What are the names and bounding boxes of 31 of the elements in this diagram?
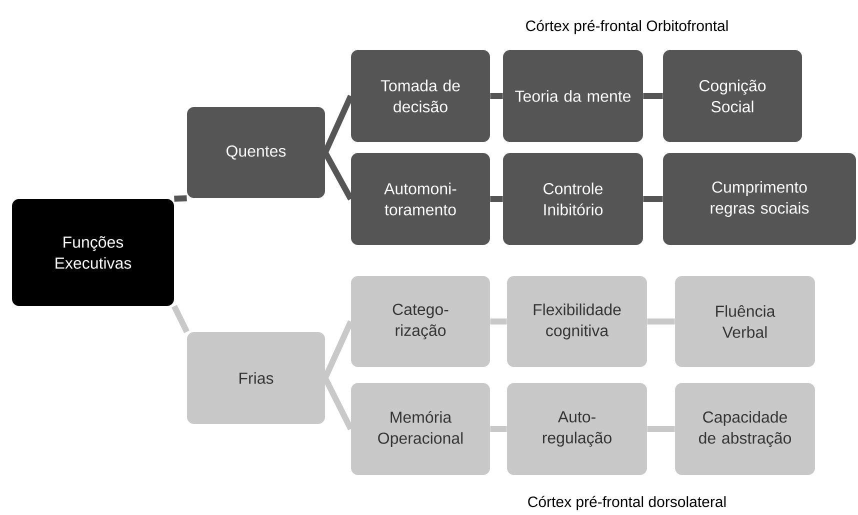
category-box: Cumprimento regras sociais bbox=[663, 153, 856, 245]
connector-line bbox=[647, 426, 675, 432]
category-box: Teoria da mente bbox=[503, 50, 643, 142]
connector-line bbox=[322, 376, 354, 430]
category-box: Frias bbox=[187, 332, 325, 424]
connector-line bbox=[490, 196, 503, 202]
category-box: Flexibilidade cognitiva bbox=[507, 276, 647, 367]
category-box: Quentes bbox=[187, 107, 325, 198]
connector-line bbox=[174, 195, 187, 202]
region-label: Córtex pré-frontal Orbitofrontal bbox=[526, 20, 728, 34]
connector-line bbox=[643, 93, 663, 99]
connector-line bbox=[322, 320, 354, 380]
root-box: Funções Executivas bbox=[12, 199, 174, 306]
category-box: Capacidade de abstração bbox=[675, 383, 815, 475]
connector-line bbox=[490, 318, 507, 324]
connector-line bbox=[490, 93, 503, 99]
category-box: Memória Operacional bbox=[351, 383, 490, 475]
category-box: Catego- rização bbox=[351, 276, 490, 367]
connector-line bbox=[647, 318, 675, 324]
category-box: Fluência Verbal bbox=[675, 276, 815, 367]
connector-line bbox=[322, 151, 354, 200]
category-box: Auto- regulação bbox=[507, 383, 647, 475]
category-box: Tomada de decisão bbox=[351, 50, 490, 142]
region-label: Córtex pré-frontal dorsolateral bbox=[528, 496, 726, 510]
category-box: Automoni- toramento bbox=[351, 153, 490, 245]
connector-line bbox=[172, 304, 190, 334]
connector-line bbox=[490, 426, 507, 432]
category-box: Cognição Social bbox=[663, 50, 802, 142]
category-box: Controle Inibitório bbox=[503, 153, 643, 245]
connector-line bbox=[322, 94, 354, 154]
connector-line bbox=[643, 196, 663, 202]
